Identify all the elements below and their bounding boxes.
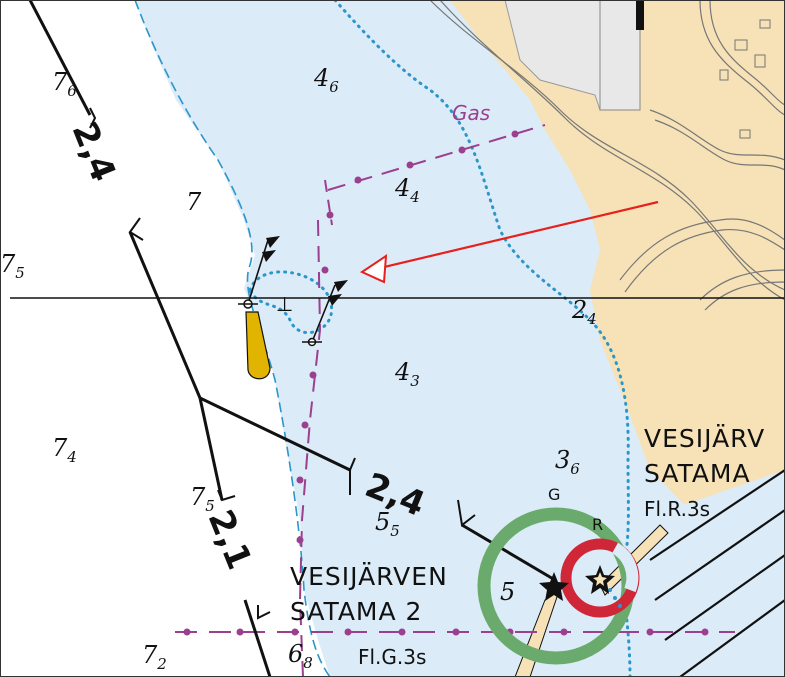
fairway-line-top <box>324 124 546 226</box>
roads <box>429 0 785 311</box>
depth-contour-loop <box>248 270 334 335</box>
pier-black <box>636 0 644 30</box>
harbor-left-name-2: SATAMA 2 <box>290 597 422 626</box>
sounding: 68 <box>288 640 313 672</box>
sounding: 24 <box>571 296 597 328</box>
light-star-green <box>539 572 569 601</box>
sounding: 74 <box>52 434 77 466</box>
harbor-left-name-1: VESIJÄRVEN <box>290 562 448 591</box>
sounding: 75 <box>190 483 215 515</box>
sounding: 7 <box>186 188 202 216</box>
sector-label-red: R <box>592 515 603 534</box>
sounding: 43 <box>394 358 420 390</box>
sounding: 76 <box>52 68 77 100</box>
red-sector-gap <box>611 542 639 593</box>
sector-label-green: G <box>548 485 560 504</box>
harbor-right-light: Fl.R.3s <box>644 497 710 521</box>
sounding: 55 <box>375 508 400 540</box>
leading-line-ticks <box>89 107 476 620</box>
fairway-line-bottom <box>175 628 735 636</box>
fairway-line-vertical <box>296 211 334 677</box>
depth-contour-dashed <box>134 0 331 677</box>
building <box>599 0 641 111</box>
soundings: 46 76 7 75 44 24 43 74 36 75 55 5 72 68 <box>0 64 597 673</box>
harbor-right-name-1: VESIJÄRV <box>644 424 765 453</box>
sounding: 5 <box>500 578 515 606</box>
red-arrow <box>359 200 659 284</box>
land-area <box>450 0 785 520</box>
leading-lines <box>28 0 556 677</box>
anchor-symbol: ⊥ <box>276 292 293 316</box>
sounding: 36 <box>555 446 580 478</box>
harbor-left-light: Fl.G.3s <box>358 645 426 669</box>
sounding: 72 <box>142 641 167 673</box>
sounding: 46 <box>313 64 339 96</box>
light-star-red-inner <box>593 572 607 586</box>
beacon-east <box>302 280 348 347</box>
sounding: 75 <box>0 250 25 282</box>
harbor-right-name-2: SATAMA <box>644 459 751 488</box>
sounding: 44 <box>394 174 420 206</box>
yellow-buoy <box>245 311 271 380</box>
beacon-west <box>238 236 280 309</box>
gas-label: Gas <box>452 101 490 125</box>
sector-dots <box>608 588 622 608</box>
houses <box>719 19 771 139</box>
